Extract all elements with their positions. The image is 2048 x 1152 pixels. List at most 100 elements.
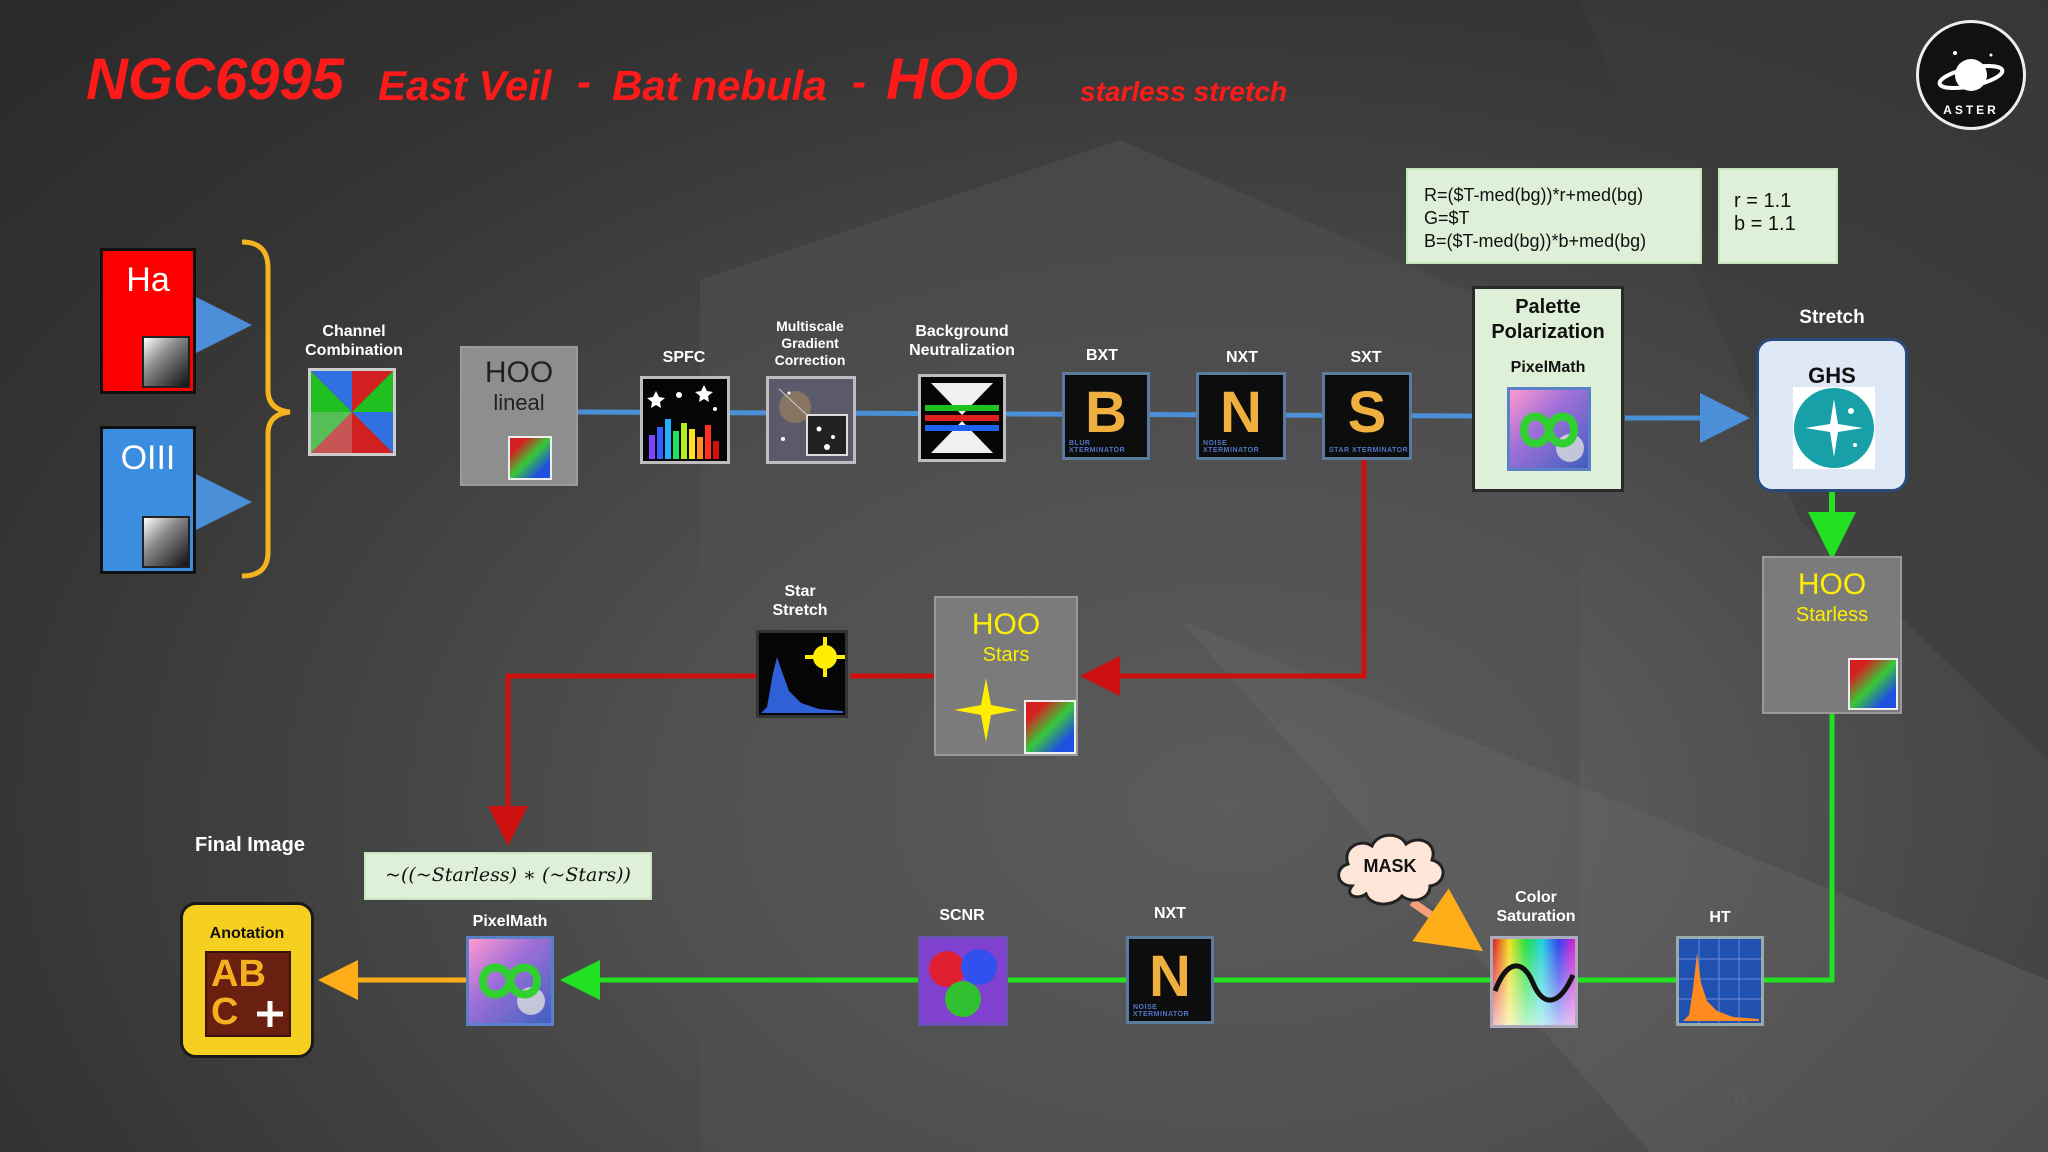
label-channel-combination: Channel Combination <box>305 323 403 359</box>
ha-gradient-swatch <box>142 336 190 388</box>
color-saturation-icon[interactable] <box>1490 936 1578 1028</box>
star-icon <box>954 678 1018 742</box>
hoo-lineal-box[interactable]: HOO lineal <box>460 346 578 486</box>
title-palette: HOO <box>886 47 1019 112</box>
title-dash-2: - <box>852 58 866 105</box>
combine-formula-box: ~((~Starless) ∗ (~Stars)) <box>364 852 652 900</box>
palette-sub: PixelMath <box>1510 359 1586 376</box>
palette-title: Palette Polarization <box>1491 296 1605 343</box>
gradient-correction-icon <box>769 379 853 461</box>
oiii-gradient-swatch <box>142 516 190 568</box>
ghs-box[interactable]: GHS <box>1756 338 1908 492</box>
bxt-letter: B <box>1085 380 1127 445</box>
anotation-box[interactable]: Anotation AB C <box>180 902 314 1058</box>
hoo-stars-title: HOO <box>971 608 1041 641</box>
spectrum-icon <box>643 379 727 461</box>
palette-formula-box: R=($T-med(bg))*r+med(bg) G=$T B=($T-med(… <box>1406 168 1702 264</box>
bxt-icon[interactable]: B BLUR XTERMINATOR <box>1062 372 1150 460</box>
infinity-icon <box>1519 412 1584 462</box>
title-note: starless stretch <box>1080 76 1288 107</box>
label-nxt-2: NXT <box>1154 905 1186 922</box>
hoo-lineal-title: HOO <box>484 356 554 389</box>
background-neutralization-icon[interactable] <box>918 374 1006 462</box>
spfc-icon[interactable] <box>640 376 730 464</box>
input-bracket <box>241 239 291 579</box>
title-subject: East Veil <box>378 62 552 109</box>
mask-cloud: MASK <box>1330 826 1450 910</box>
nxt-letter-2: N <box>1149 944 1191 1009</box>
nxt-sub-1: NOISE XTERMINATOR <box>1203 440 1260 454</box>
sxt-icon[interactable]: S STAR XTERMINATOR <box>1322 372 1412 460</box>
channel-combination-icon[interactable] <box>308 368 396 456</box>
anotation-label: Anotation <box>209 925 285 942</box>
mgc-icon[interactable] <box>766 376 856 464</box>
label-mgc: Multiscale Gradient Correction <box>774 318 846 368</box>
aster-logo: ASTER <box>1916 20 2026 130</box>
anotation-icon: AB C <box>205 951 291 1037</box>
cursor-plus-icon <box>257 1001 283 1027</box>
hoo-starless-title: HOO <box>1797 568 1867 601</box>
hoo-stars-sub: Stars <box>982 644 1030 666</box>
ghs-label: GHS <box>1808 363 1856 388</box>
label-stretch: Stretch <box>1799 307 1865 328</box>
hoo-stars-rgb-swatch <box>1024 700 1076 754</box>
label-bxt: BXT <box>1086 347 1118 364</box>
title-object: NGC6995 <box>86 47 344 112</box>
scnr-icon[interactable] <box>918 936 1008 1026</box>
hoo-starless-box[interactable]: HOO Starless <box>1762 556 1902 714</box>
label-background-neutralization: Background Neutralization <box>909 323 1015 359</box>
hoo-starless-sub: Starless <box>1795 604 1869 626</box>
channel-combination-glyph <box>311 371 393 453</box>
ha-label: Ha <box>126 261 170 299</box>
stretch-to-formula-line <box>488 673 760 846</box>
bg-diamond-lower <box>1180 620 2048 1152</box>
hoo-lineal-sub: lineal <box>493 390 545 415</box>
nxt-sub-2: NOISE XTERMINATOR <box>1133 1004 1190 1018</box>
hoo-stars-box[interactable]: HOO Stars <box>934 596 1078 756</box>
label-final-image: Final Image <box>194 834 306 856</box>
bxt-sub: BLUR XTERMINATOR <box>1069 440 1126 454</box>
saturation-curve-icon <box>1493 939 1575 1025</box>
infinity-icon-2 <box>478 963 545 1015</box>
mask-label: MASK <box>1363 856 1417 876</box>
cloud-shape <box>1337 833 1445 906</box>
sxt-to-stars-line <box>1080 460 1367 696</box>
anotation-glyph: AB C <box>211 953 266 1033</box>
label-scnr: SCNR <box>939 907 985 924</box>
neutralization-icon <box>921 377 1003 459</box>
ht-icon[interactable] <box>1676 936 1764 1026</box>
label-star-stretch: Star Stretch <box>772 583 828 619</box>
palette-params-box: r = 1.1 b = 1.1 <box>1718 168 1838 264</box>
label-pixelmath: PixelMath <box>472 913 548 930</box>
palette-polarization-box[interactable]: Palette Polarization PixelMath <box>1472 286 1624 492</box>
title-nebula: Bat nebula <box>612 62 827 109</box>
nxt-letter-1: N <box>1220 380 1262 445</box>
sxt-sub: STAR XTERMINATOR <box>1329 447 1409 454</box>
hoo-starless-rgb-swatch <box>1848 658 1898 710</box>
label-spfc: SPFC <box>662 349 706 366</box>
title-dash-1: - <box>577 58 591 105</box>
mask-arrow <box>1409 888 1484 952</box>
palette-pixelmath-icon <box>1507 387 1591 471</box>
nxt-icon-1[interactable]: N NOISE XTERMINATOR <box>1196 372 1286 460</box>
page-number: 26 <box>1720 1084 1747 1111</box>
ghs-icon <box>1793 387 1875 469</box>
label-sxt: SXT <box>1350 349 1382 366</box>
ha-channel-box: Ha <box>100 248 196 394</box>
oiii-label: OIII <box>120 439 176 477</box>
histogram-icon <box>1679 939 1761 1023</box>
label-color-saturation: Color Saturation <box>1496 889 1576 925</box>
star-stretch-icon[interactable] <box>756 630 848 718</box>
star-sparkle-icon <box>1794 388 1874 468</box>
oiii-channel-box: OIII <box>100 426 196 574</box>
hoo-lineal-rgb-swatch <box>508 436 552 480</box>
pixelmath-icon[interactable] <box>466 936 554 1026</box>
label-ht: HT <box>1709 909 1731 926</box>
nxt-icon-2[interactable]: N NOISE XTERMINATOR <box>1126 936 1214 1024</box>
starless-green-line <box>1762 714 1835 983</box>
rgb-balls-icon <box>921 939 1005 1023</box>
saturn-icon <box>1937 51 2005 91</box>
histogram-star-icon <box>759 633 845 715</box>
sxt-letter: S <box>1347 380 1387 445</box>
